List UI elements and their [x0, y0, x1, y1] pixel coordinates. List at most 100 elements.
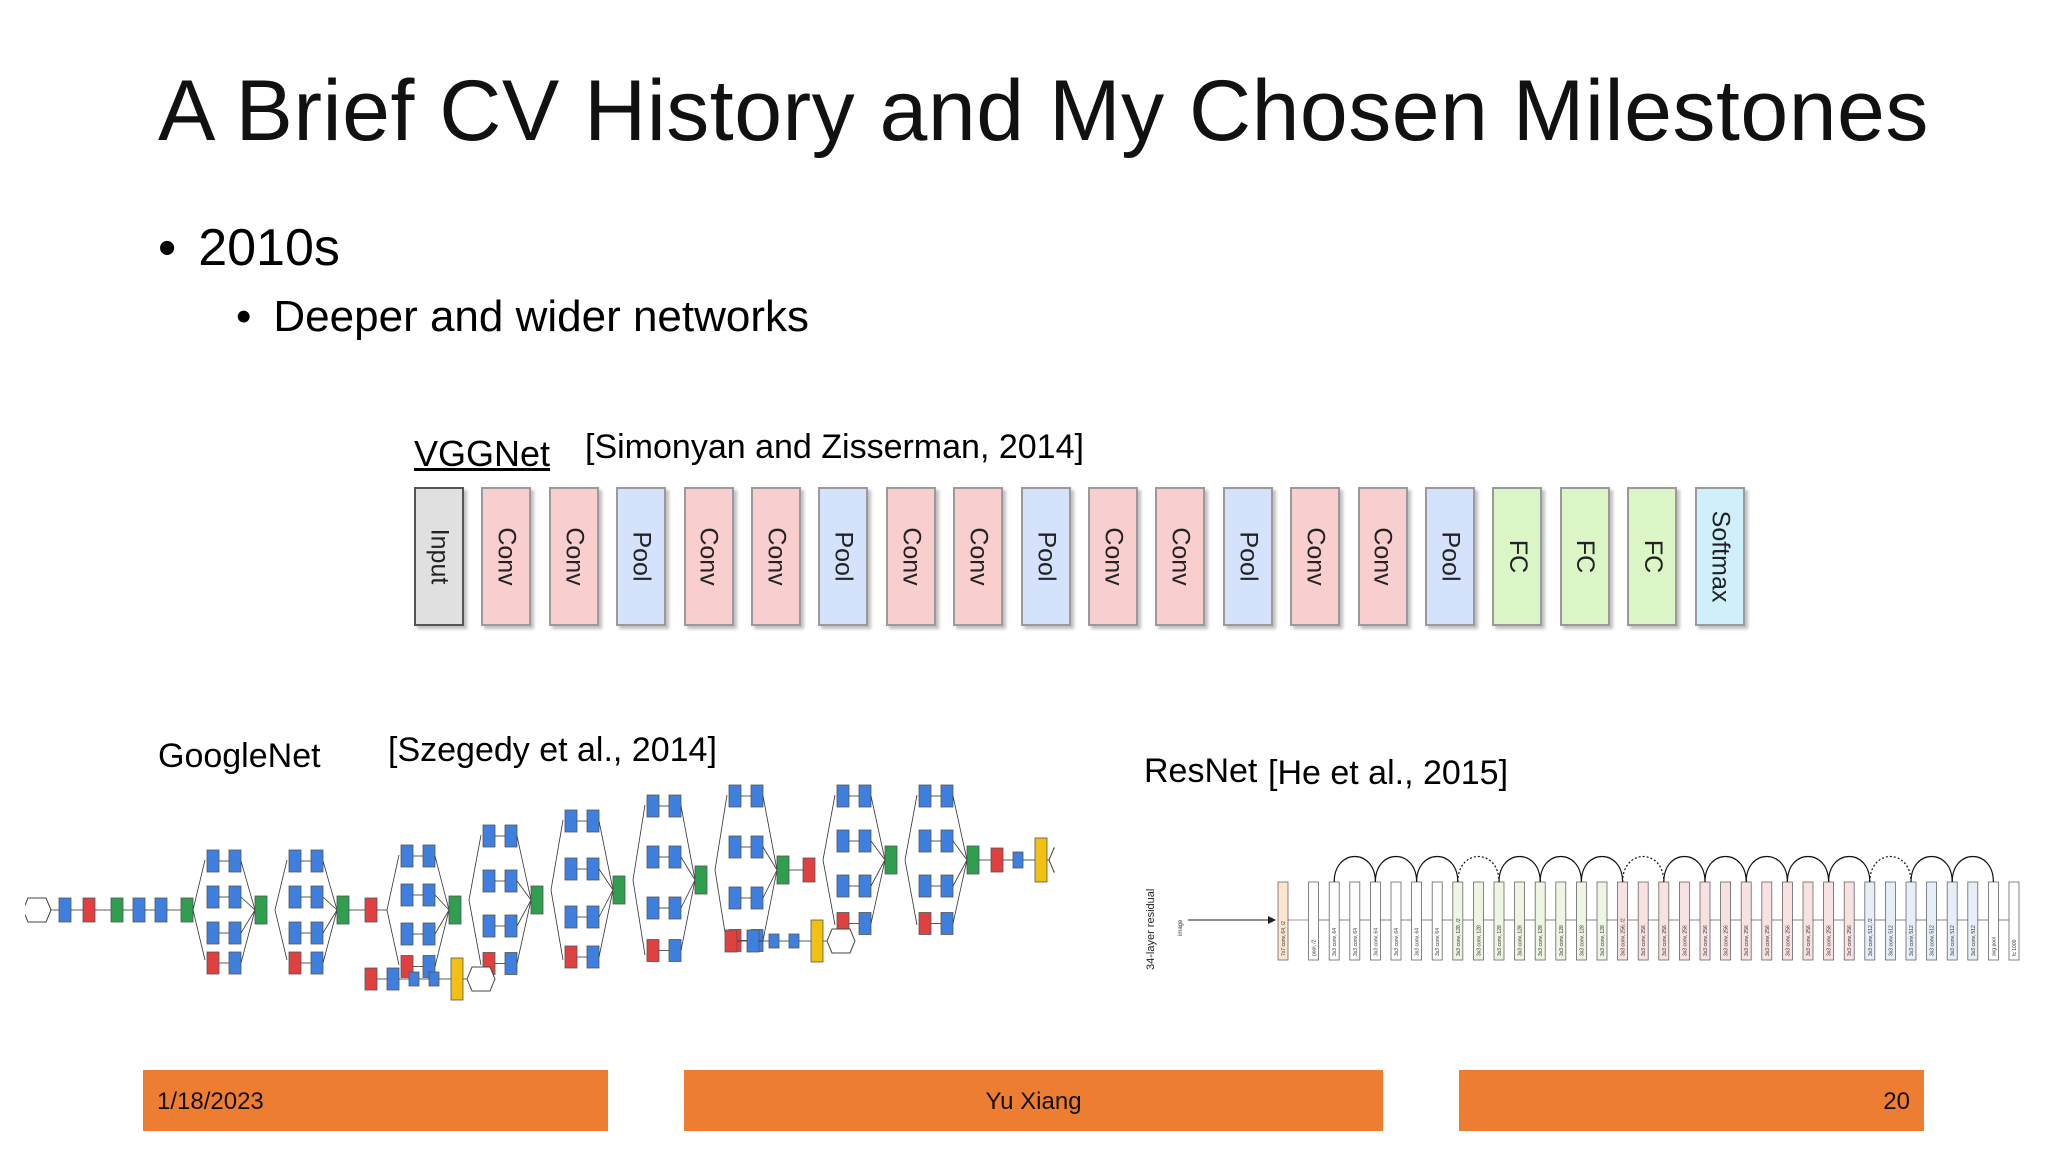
resnet-layer-label: 3x3 conv, 256	[1662, 925, 1668, 956]
googlenet-edge	[952, 840, 968, 861]
googlenet-inception-layer	[288, 951, 302, 975]
googlenet-inception-layer	[586, 945, 600, 969]
googlenet-edge	[904, 859, 918, 926]
googlenet-inception-layer	[564, 905, 578, 929]
googlenet-edge	[386, 909, 400, 966]
googlenet-aux-layer	[788, 933, 800, 949]
bullet-glyph: •	[158, 219, 177, 277]
googlenet-inception-layer	[586, 905, 600, 929]
googlenet-edge	[434, 909, 450, 967]
resnet-layer-label: avg pool	[1991, 937, 1997, 956]
footer-page-number: 20	[1883, 1088, 1910, 1115]
resnet-skip-connection	[1622, 856, 1665, 883]
googlenet-inception-layer	[310, 951, 324, 975]
resnet-layer-label: 3x3 conv, 128	[1579, 925, 1585, 956]
googlenet-inception-layer	[504, 914, 518, 938]
resnet-layer-label: 3x3 conv, 256	[1827, 925, 1833, 956]
googlenet-edge	[434, 909, 450, 935]
googlenet-edge	[762, 869, 778, 941]
googlenet-inception-layer	[422, 844, 436, 868]
vggnet-layer-conv: Conv	[481, 487, 532, 626]
googlenet-edge	[598, 868, 614, 891]
resnet-layer-label: 3x3 conv, 256	[1641, 925, 1647, 956]
googlenet-concat-layer	[694, 865, 708, 895]
googlenet-inception-layer	[564, 809, 578, 833]
googlenet-edge	[680, 805, 696, 881]
bullet-level1-text: 2010s	[198, 219, 340, 277]
resnet-skip-connection	[1745, 856, 1788, 883]
resnet-layer-label: 3x3 conv, 512	[1909, 925, 1915, 956]
googlenet-aux-layer	[724, 929, 738, 953]
googlenet-aux-output	[826, 928, 856, 954]
vggnet-layer-label: Input	[425, 528, 454, 585]
googlenet-stem-layer	[110, 897, 124, 923]
bullet-level1: • 2010s	[158, 218, 340, 278]
resnet-layer-label: 3x3 conv, 128	[1600, 925, 1606, 956]
googlenet-inception-layer	[836, 874, 850, 898]
googlenet-edge	[516, 899, 532, 927]
googlenet-inception-layer	[228, 849, 242, 873]
vggnet-layer-label: Conv	[560, 527, 589, 586]
googlenet-edge	[762, 846, 778, 871]
resnet-layer-label: 3x3 conv, 256	[1724, 925, 1730, 956]
googlenet-edge	[870, 859, 886, 924]
googlenet-inception-layer	[504, 952, 518, 975]
googlenet-inception-layer	[646, 845, 660, 869]
googlenet-edge	[468, 899, 482, 966]
googlenet-edge	[598, 820, 614, 891]
googlenet-edge	[274, 909, 288, 961]
resnet-layer-label: pool, /2	[1312, 939, 1318, 956]
vggnet-layer-conv: Conv	[1357, 487, 1408, 626]
vggnet-layer-label: Conv	[695, 527, 724, 586]
vggnet-layer-conv: Conv	[1155, 487, 1206, 626]
vggnet-layer-pool: Pool	[1425, 487, 1475, 626]
googlenet-edge	[240, 909, 256, 964]
googlenet-inception-layer	[400, 922, 414, 946]
resnet-layer	[1390, 881, 1402, 961]
googlenet-inception-layer	[586, 857, 600, 881]
googlenet-inception-layer	[836, 784, 850, 808]
resnet-layer-label: 3x3 conv, 256	[1703, 925, 1709, 956]
resnet-arrowhead	[1268, 916, 1276, 924]
resnet-layer	[1720, 881, 1731, 961]
resnet-layer-label: 3x3 conv, 512	[1971, 925, 1977, 956]
resnet-skip-connection	[1333, 856, 1376, 883]
vggnet-name: VGGNet	[414, 433, 551, 474]
vggnet-layer-fc: FC	[1627, 487, 1678, 626]
googlenet-inception-layer	[940, 874, 954, 898]
resnet-skip-connection	[1663, 856, 1706, 883]
googlenet-inception-layer	[422, 883, 436, 907]
googlenet-inception-layer	[918, 912, 932, 935]
googlenet-inception-layer	[858, 829, 872, 853]
vggnet-layer-label: Pool	[1032, 531, 1061, 582]
resnet-layer	[2008, 881, 2020, 961]
googlenet-inception-layer	[858, 874, 872, 898]
googlenet-edge	[632, 804, 646, 881]
googlenet-edge	[870, 840, 886, 861]
googlenet-concat-layer	[336, 895, 350, 925]
bullet-level2: •Deeper and wider networks	[236, 292, 809, 342]
vggnet-layer-label: Softmax	[1706, 510, 1735, 603]
googlenet-inception-layer	[940, 912, 954, 935]
resnet-layer-label: 3x3 conv, 64	[1353, 928, 1359, 956]
googlenet-inception-layer	[728, 784, 742, 808]
vggnet-layer-label: Conv	[1301, 527, 1330, 586]
googlenet-inception-layer	[918, 874, 932, 898]
resnet-citation: [He et al., 2015]	[1268, 754, 1509, 792]
resnet-layer-label: 3x3 conv, 256	[1744, 925, 1750, 956]
resnet-layer	[1472, 881, 1484, 961]
googlenet-edge	[240, 860, 256, 911]
vggnet-layer-softmax: Softmax	[1694, 487, 1745, 626]
vggnet-layer-conv: Conv	[751, 487, 801, 626]
resnet-layer	[1761, 881, 1773, 961]
googlenet-inception-layer	[750, 784, 764, 808]
googlenet-edge	[904, 794, 918, 861]
googlenet-inception-layer	[940, 829, 954, 853]
googlenet-edge	[468, 834, 482, 901]
resnet-layer-label: 3x3 conv, 256	[1682, 925, 1688, 956]
vggnet-citation: [Simonyan and Zisserman, 2014]	[585, 428, 1084, 466]
googlenet-aux-softmax	[810, 919, 824, 963]
googlenet-edge	[322, 909, 338, 934]
resnet-layer	[1637, 881, 1649, 961]
